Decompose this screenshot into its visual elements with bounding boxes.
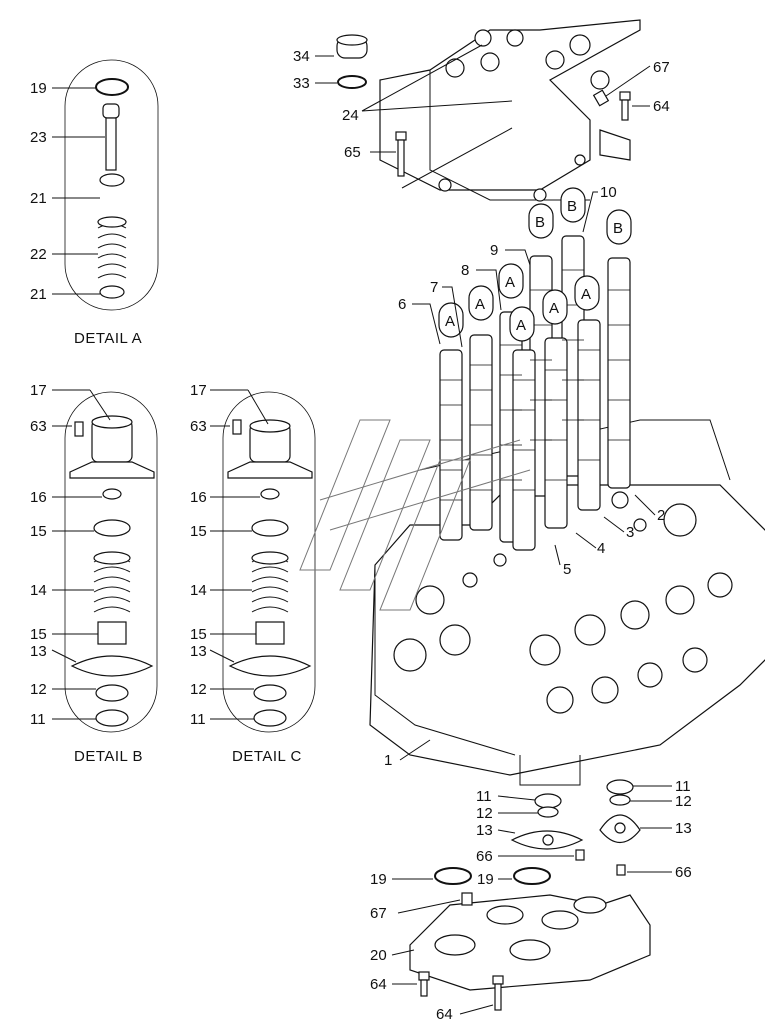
label-63: 63 <box>190 418 207 435</box>
tag-a: A <box>445 313 455 330</box>
top-cover: 34 33 24 65 67 64 <box>293 19 670 202</box>
label-11: 11 <box>190 711 206 728</box>
label-23: 23 <box>30 129 47 146</box>
label-15: 15 <box>190 523 207 540</box>
label-64: 64 <box>653 98 670 115</box>
label-7: 7 <box>430 279 438 296</box>
detail-b-title: DETAIL B <box>74 748 143 765</box>
label-15: 15 <box>30 626 47 643</box>
lower-left-parts: 11 12 13 66 <box>476 788 585 865</box>
label-22: 22 <box>30 246 47 263</box>
lower-right-parts: 11 12 13 66 <box>599 778 692 881</box>
label-34: 34 <box>293 48 310 65</box>
label-66: 66 <box>476 848 493 865</box>
label-19: 19 <box>477 871 494 888</box>
tag-b: B <box>613 220 623 237</box>
label-12: 12 <box>190 681 207 698</box>
label-13: 13 <box>30 643 47 660</box>
watermark-logo <box>299 419 531 611</box>
label-67: 67 <box>653 59 670 76</box>
spools: B B B A A A A A A 10 9 8 7 6 2 3 4 5 <box>398 184 665 578</box>
tag-a: A <box>505 274 515 291</box>
detail-c-title: DETAIL C <box>232 748 302 765</box>
label-11: 11 <box>476 788 492 805</box>
label-17: 17 <box>30 382 47 399</box>
tag-a: A <box>516 317 526 334</box>
label-11: 11 <box>675 778 691 795</box>
label-19: 19 <box>370 871 387 888</box>
detail-a: 19 23 21 22 21 DETAIL A <box>30 59 159 347</box>
label-16: 16 <box>190 489 207 506</box>
label-16: 16 <box>30 489 47 506</box>
label-5: 5 <box>563 561 571 578</box>
label-15: 15 <box>30 523 47 540</box>
label-13: 13 <box>675 820 692 837</box>
label-12: 12 <box>675 793 692 810</box>
label-11: 11 <box>30 711 46 728</box>
label-3: 3 <box>626 524 634 541</box>
label-20: 20 <box>370 947 387 964</box>
label-64: 64 <box>436 1006 453 1023</box>
tag-a: A <box>549 300 559 317</box>
label-12: 12 <box>30 681 47 698</box>
label-8: 8 <box>461 262 469 279</box>
label-33: 33 <box>293 75 310 92</box>
label-13: 13 <box>190 643 207 660</box>
tag-b: B <box>567 198 577 215</box>
tag-b: B <box>535 214 545 231</box>
label-63: 63 <box>30 418 47 435</box>
label-17: 17 <box>190 382 207 399</box>
label-10: 10 <box>600 184 617 201</box>
label-65: 65 <box>344 144 361 161</box>
label-24: 24 <box>342 107 359 124</box>
label-6: 6 <box>398 296 406 313</box>
label-21: 21 <box>30 286 47 303</box>
label-12: 12 <box>476 805 493 822</box>
label-14: 14 <box>30 582 47 599</box>
label-67: 67 <box>370 905 387 922</box>
detail-b: 17 63 16 15 14 15 13 12 11 DETAIL B <box>30 382 158 765</box>
label-15: 15 <box>190 626 207 643</box>
label-14: 14 <box>190 582 207 599</box>
bottom-cover: 19 19 67 20 64 64 <box>370 867 651 1023</box>
label-21: 21 <box>30 190 47 207</box>
label-4: 4 <box>597 540 605 557</box>
label-9: 9 <box>490 242 498 259</box>
detail-c: 17 63 16 15 14 15 13 12 11 DETAIL C <box>190 382 316 765</box>
detail-a-title: DETAIL A <box>74 330 142 347</box>
label-13: 13 <box>476 822 493 839</box>
label-66: 66 <box>675 864 692 881</box>
label-1: 1 <box>384 752 392 769</box>
tag-a: A <box>581 286 591 303</box>
label-2: 2 <box>657 507 665 524</box>
label-19: 19 <box>30 80 47 97</box>
label-64: 64 <box>370 976 387 993</box>
tag-a: A <box>475 296 485 313</box>
